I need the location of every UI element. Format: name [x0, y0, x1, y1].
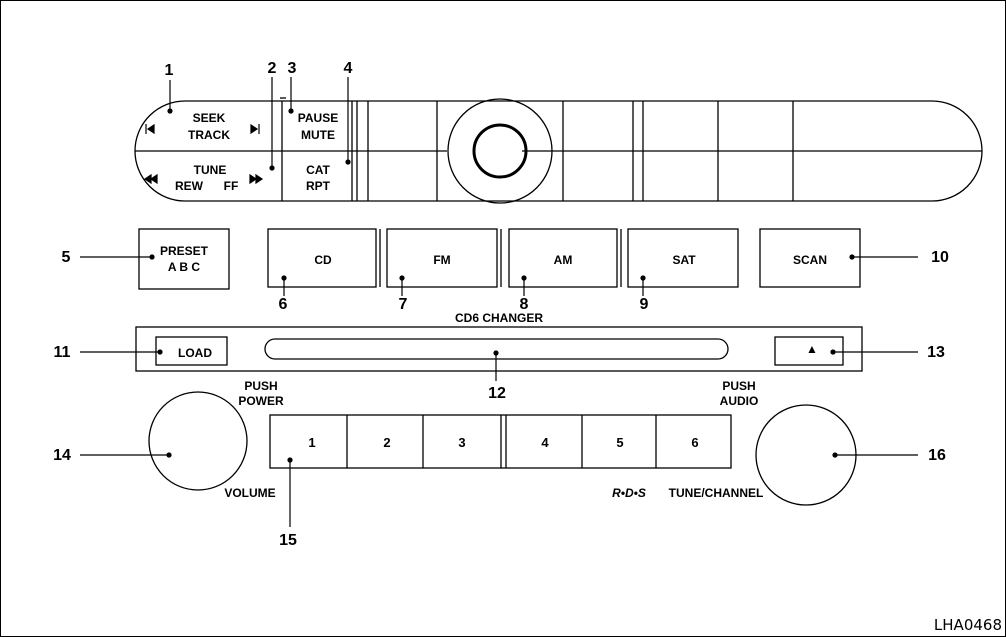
- tune-label: TUNE: [194, 163, 227, 177]
- callout-2: 2: [268, 60, 277, 77]
- rds-label: R•D•S: [612, 486, 646, 500]
- fm-label: FM: [433, 253, 450, 267]
- mute-label: MUTE: [301, 128, 335, 142]
- preset-1-label: 1: [308, 435, 315, 450]
- push-power-line1: PUSH: [244, 379, 277, 393]
- tune-channel-label: TUNE/CHANNEL: [669, 486, 764, 500]
- callout-9: 9: [640, 296, 649, 313]
- callout-10: 10: [931, 249, 949, 266]
- cat-label: CAT: [306, 163, 330, 177]
- ff-label: FF: [224, 179, 239, 193]
- callout-12: 12: [488, 385, 506, 402]
- eject-icon: ▲: [806, 342, 818, 356]
- top-control-pill: [134, 100, 983, 202]
- load-button[interactable]: [155, 336, 228, 366]
- callout-7: 7: [399, 296, 408, 313]
- callout-4: 4: [344, 60, 353, 77]
- figure-code: LHA0468: [934, 616, 1002, 634]
- seek-label: SEEK: [193, 111, 226, 125]
- rpt-label: RPT: [306, 179, 331, 193]
- callout-11: 11: [54, 344, 71, 361]
- cd6-changer-label: CD6 CHANGER: [455, 311, 543, 325]
- callout-15: 15: [279, 532, 297, 549]
- disc-slot[interactable]: [264, 338, 729, 360]
- track-back-icon: [145, 123, 155, 135]
- abc-label: A B C: [168, 260, 201, 274]
- callout-8: 8: [520, 296, 529, 313]
- eject-button[interactable]: [774, 336, 844, 366]
- callout-1: 1: [165, 62, 174, 79]
- am-label: AM: [554, 253, 573, 267]
- cd-label: CD: [314, 253, 332, 267]
- preset-5-label: 5: [616, 435, 623, 450]
- sat-button[interactable]: [627, 228, 739, 288]
- preset-abc-button[interactable]: [138, 228, 230, 290]
- volume-knob[interactable]: [148, 391, 248, 491]
- preset-3-label: 3: [458, 435, 465, 450]
- preset-6-label: 6: [691, 435, 698, 450]
- callout-3: 3: [288, 60, 297, 77]
- pause-label: PAUSE: [298, 111, 338, 125]
- preset-label: PRESET: [160, 244, 209, 258]
- fast-forward-icon: [249, 173, 264, 185]
- fm-button[interactable]: [386, 228, 498, 288]
- preset-2-label: 2: [383, 435, 390, 450]
- scan-label: SCAN: [793, 253, 827, 267]
- center-knob[interactable]: [447, 98, 553, 204]
- center-knob-inner: [472, 123, 528, 179]
- callout-5: 5: [62, 249, 71, 266]
- callout-16: 16: [928, 447, 946, 464]
- cd-button[interactable]: [267, 228, 377, 288]
- sat-label: SAT: [672, 253, 696, 267]
- cd-changer-strip: [135, 326, 863, 372]
- am-button[interactable]: [508, 228, 618, 288]
- rewind-icon: [143, 173, 158, 185]
- volume-label: VOLUME: [224, 486, 275, 500]
- callout-13: 13: [927, 344, 945, 361]
- rew-label: REW: [175, 179, 204, 193]
- load-label: LOAD: [178, 346, 212, 360]
- callout-6: 6: [279, 296, 288, 313]
- preset-4-label: 4: [541, 435, 549, 450]
- push-audio-line1: PUSH: [722, 379, 755, 393]
- push-power-line2: POWER: [238, 394, 284, 408]
- callout-14: 14: [53, 447, 71, 464]
- track-forward-icon: [250, 123, 260, 135]
- scan-button[interactable]: [759, 228, 861, 288]
- track-label: TRACK: [188, 128, 230, 142]
- push-audio-line2: AUDIO: [720, 394, 759, 408]
